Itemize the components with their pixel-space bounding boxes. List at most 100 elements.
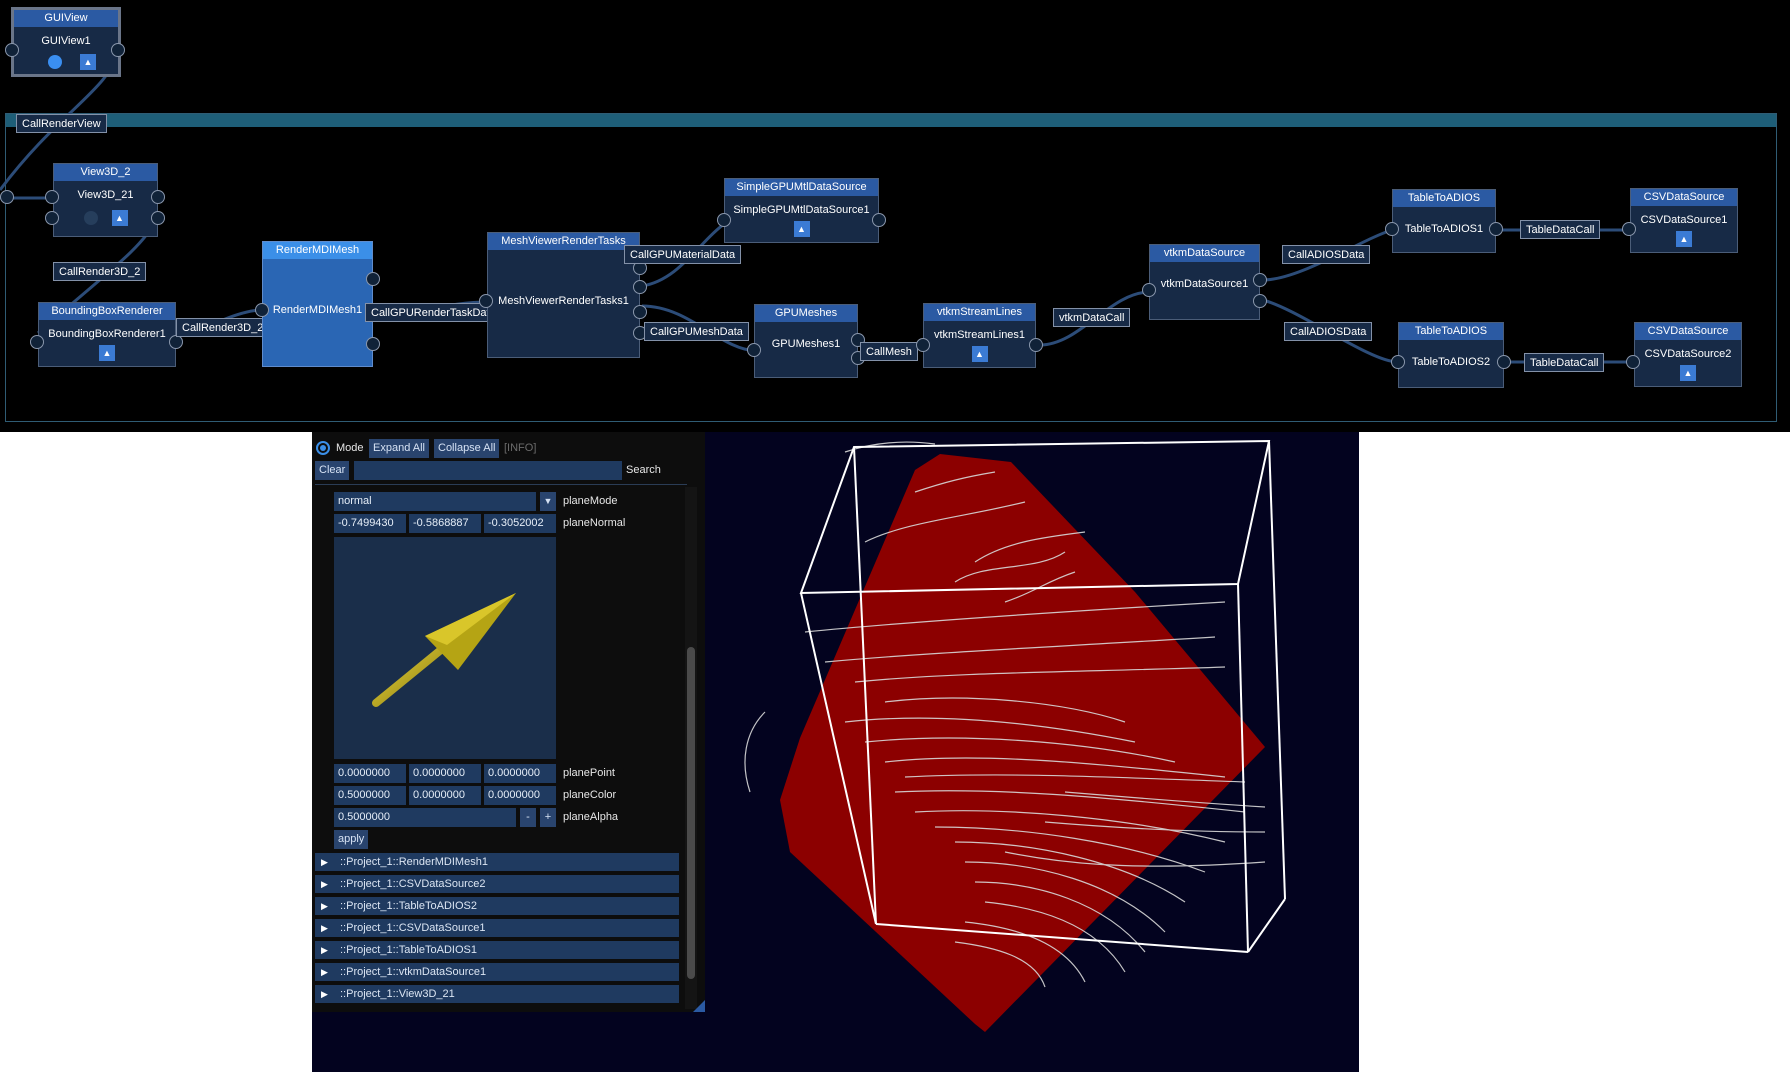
plane-alpha-increment-button[interactable]: + bbox=[540, 808, 556, 827]
module-vtkmdatasource[interactable]: vtkmDataSource vtkmDataSource1 bbox=[1149, 244, 1260, 320]
apply-button[interactable]: apply bbox=[334, 830, 369, 849]
collapse-all-button[interactable]: Collapse All bbox=[434, 439, 500, 458]
output-slot[interactable] bbox=[1489, 222, 1503, 236]
input-slot[interactable] bbox=[1626, 355, 1640, 369]
plane-point-z-field[interactable]: 0.0000000 bbox=[484, 764, 556, 783]
output-slot[interactable] bbox=[366, 272, 380, 286]
call-label-callrenderview[interactable]: CallRenderView bbox=[16, 114, 107, 133]
output-slot[interactable] bbox=[872, 213, 886, 227]
input-slot[interactable] bbox=[1142, 283, 1156, 297]
module-rendermdimesh[interactable]: RenderMDIMesh RenderMDIMesh1 bbox=[262, 241, 373, 367]
tree-item-csvdatasource2[interactable]: ▶::Project_1::CSVDataSource2 bbox=[315, 875, 679, 893]
plane-normal-x-field[interactable]: -0.7499430 bbox=[334, 514, 406, 533]
input-slot[interactable] bbox=[479, 294, 493, 308]
module-tabletoadios1[interactable]: TableToADIOS TableToADIOS1 bbox=[1392, 189, 1496, 253]
output-slot[interactable] bbox=[169, 335, 183, 349]
tree-item-csvdatasource1[interactable]: ▶::Project_1::CSVDataSource1 bbox=[315, 919, 679, 937]
module-csvdatasource2[interactable]: CSVDataSource CSVDataSource2 ▲ bbox=[1634, 322, 1742, 387]
mode-radio[interactable] bbox=[316, 441, 330, 455]
collapse-up-icon[interactable]: ▲ bbox=[793, 221, 810, 237]
cutting-plane bbox=[780, 454, 1265, 1032]
input-slot[interactable] bbox=[5, 43, 19, 57]
collapse-up-icon[interactable]: ▲ bbox=[1680, 365, 1696, 381]
output-slot[interactable] bbox=[633, 305, 647, 319]
tree-item-rendermdimesh1[interactable]: ▶::Project_1::RenderMDIMesh1 bbox=[315, 853, 679, 871]
tree-item-vtkmdatasource1[interactable]: ▶::Project_1::vtkmDataSource1 bbox=[315, 963, 679, 981]
expand-arrow-icon: ▶ bbox=[321, 879, 328, 889]
clear-search-button[interactable]: Clear bbox=[315, 461, 350, 480]
call-label-callgpurendertaskdata[interactable]: CallGPURenderTaskData bbox=[365, 303, 502, 322]
output-slot[interactable] bbox=[1253, 273, 1267, 287]
input-slot[interactable] bbox=[255, 303, 269, 317]
module-guiview[interactable]: GUIView GUIView1 ▲ bbox=[11, 7, 121, 77]
call-label-callrender3d[interactable]: CallRender3D_2 bbox=[176, 318, 270, 337]
call-label-calladiosdata[interactable]: CallADIOSData bbox=[1282, 245, 1371, 264]
scrollbar-track[interactable] bbox=[685, 487, 697, 1009]
call-label-callmesh[interactable]: CallMesh bbox=[860, 342, 918, 361]
input-slot[interactable] bbox=[30, 335, 44, 349]
module-tabletoadios2[interactable]: TableToADIOS TableToADIOS2 bbox=[1398, 322, 1504, 388]
plane-color-g-field[interactable]: 0.0000000 bbox=[409, 786, 481, 805]
input-slot[interactable] bbox=[0, 190, 14, 204]
output-slot[interactable] bbox=[151, 211, 165, 225]
group-title-bar[interactable] bbox=[5, 113, 1777, 127]
plane-alpha-field[interactable]: 0.5000000 bbox=[334, 808, 516, 827]
plane-alpha-decrement-button[interactable]: - bbox=[520, 808, 536, 827]
output-slot[interactable] bbox=[1029, 338, 1043, 352]
plane-normal-z-field[interactable]: -0.3052002 bbox=[484, 514, 556, 533]
call-label-callgpumaterialdata[interactable]: CallGPUMaterialData bbox=[624, 245, 742, 264]
collapse-up-icon[interactable]: ▲ bbox=[111, 210, 128, 226]
search-input[interactable] bbox=[354, 461, 622, 480]
call-label-callgpumeshdata[interactable]: CallGPUMeshData bbox=[644, 322, 749, 341]
output-slot[interactable] bbox=[366, 337, 380, 351]
input-slot[interactable] bbox=[1385, 222, 1399, 236]
module-graph[interactable]: GUIView GUIView1 ▲ CallRenderView View3D… bbox=[0, 0, 1790, 432]
output-slot[interactable] bbox=[1497, 355, 1511, 369]
toggle-dot-button[interactable] bbox=[48, 55, 62, 69]
input-slot[interactable] bbox=[1622, 222, 1636, 236]
module-vtkmstreamlines[interactable]: vtkmStreamLines vtkmStreamLines1 ▲ bbox=[923, 303, 1036, 368]
plane-color-b-field[interactable]: 0.0000000 bbox=[484, 786, 556, 805]
output-slot[interactable] bbox=[633, 280, 647, 294]
tree-item-tabletoadios1[interactable]: ▶::Project_1::TableToADIOS1 bbox=[315, 941, 679, 959]
input-slot[interactable] bbox=[717, 213, 731, 227]
3d-viewport[interactable] bbox=[705, 432, 1359, 1072]
output-slot[interactable] bbox=[1253, 294, 1267, 308]
input-slot[interactable] bbox=[916, 338, 930, 352]
dropdown-arrow-icon[interactable]: ▼ bbox=[540, 492, 556, 511]
input-slot[interactable] bbox=[45, 211, 59, 225]
plane-color-r-field[interactable]: 0.5000000 bbox=[334, 786, 406, 805]
plane-normal-y-field[interactable]: -0.5868887 bbox=[409, 514, 481, 533]
parameter-panel: Mode Expand All Collapse All [INFO] Clea… bbox=[312, 432, 705, 1012]
call-label-tabledatacall[interactable]: TableDataCall bbox=[1524, 353, 1605, 372]
plane-point-y-field[interactable]: 0.0000000 bbox=[409, 764, 481, 783]
collapse-up-icon[interactable]: ▲ bbox=[80, 54, 96, 70]
call-label-callrender3d[interactable]: CallRender3D_2 bbox=[53, 262, 147, 281]
module-meshviewerrendertasks[interactable]: MeshViewerRenderTasks MeshViewerRenderTa… bbox=[487, 232, 640, 358]
expand-all-button[interactable]: Expand All bbox=[369, 439, 429, 458]
input-slot[interactable] bbox=[1391, 355, 1405, 369]
call-label-vtkmdatacall[interactable]: vtkmDataCall bbox=[1053, 308, 1131, 327]
tree-item-view3d21[interactable]: ▶::Project_1::View3D_21 bbox=[315, 985, 679, 1003]
input-slot[interactable] bbox=[45, 190, 59, 204]
module-gpumeshes[interactable]: GPUMeshes GPUMeshes1 bbox=[754, 304, 858, 378]
plane-point-x-field[interactable]: 0.0000000 bbox=[334, 764, 406, 783]
plane-normal-direction-widget[interactable] bbox=[334, 537, 556, 759]
collapse-up-icon[interactable]: ▲ bbox=[1676, 231, 1692, 247]
plane-mode-select[interactable]: normal bbox=[334, 492, 536, 511]
scrollbar-thumb[interactable] bbox=[687, 647, 695, 979]
resize-grip-icon[interactable] bbox=[693, 1000, 705, 1012]
toggle-dot-button[interactable] bbox=[84, 211, 98, 225]
collapse-up-icon[interactable]: ▲ bbox=[99, 345, 115, 361]
module-simplegpumtldatasource[interactable]: SimpleGPUMtlDataSource SimpleGPUMtlDataS… bbox=[724, 178, 879, 243]
module-csvdatasource1[interactable]: CSVDataSource CSVDataSource1 ▲ bbox=[1630, 188, 1738, 253]
output-slot[interactable] bbox=[151, 190, 165, 204]
tree-item-tabletoadios2[interactable]: ▶::Project_1::TableToADIOS2 bbox=[315, 897, 679, 915]
collapse-up-icon[interactable]: ▲ bbox=[971, 346, 988, 362]
call-label-calladiosdata[interactable]: CallADIOSData bbox=[1284, 322, 1373, 341]
module-view3d[interactable]: View3D_2 View3D_21 ▲ bbox=[53, 163, 158, 237]
module-boundingboxrenderer[interactable]: BoundingBoxRenderer BoundingBoxRenderer1… bbox=[38, 302, 176, 367]
input-slot[interactable] bbox=[747, 343, 761, 357]
call-label-tabledatacall[interactable]: TableDataCall bbox=[1520, 220, 1601, 239]
output-slot[interactable] bbox=[111, 43, 125, 57]
